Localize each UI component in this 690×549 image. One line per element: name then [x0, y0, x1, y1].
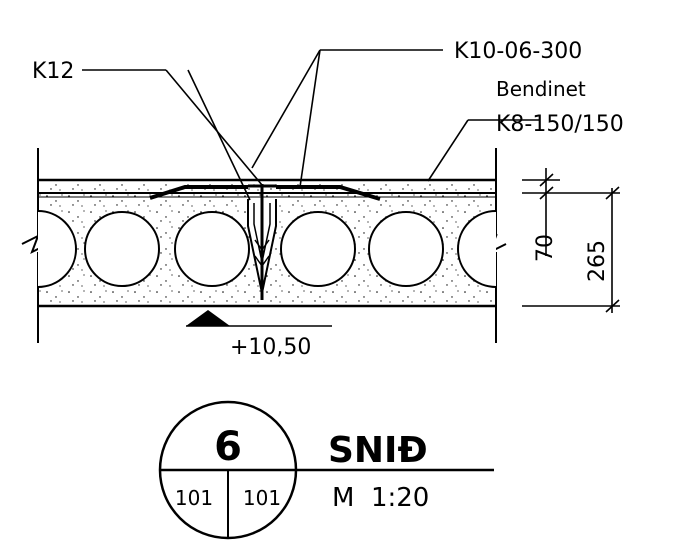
sheet-ref-right: 101 — [243, 486, 281, 510]
core-4 — [368, 211, 444, 287]
support-symbol — [186, 310, 332, 327]
core-2 — [174, 211, 250, 287]
label-k8: K8-150/150 — [496, 112, 624, 137]
core-1 — [84, 211, 160, 287]
label-k12: K12 — [32, 59, 74, 84]
label-level: +10,50 — [230, 335, 311, 360]
section-title-block: 6 101 101 SNIÐ M 1:20 — [158, 400, 494, 540]
dimension-lines — [522, 168, 620, 313]
core-partial-left — [37, 210, 77, 288]
core-3 — [280, 211, 356, 287]
dimension-265: 265 — [585, 240, 610, 282]
label-k10: K10-06-300 — [454, 39, 582, 64]
section-title: SNIÐ — [328, 430, 428, 471]
section-scale: M 1:20 — [332, 483, 429, 513]
hollow-cores — [37, 210, 497, 288]
core-partial-right — [457, 210, 497, 288]
sheet-ref-left: 101 — [175, 486, 213, 510]
dimension-70: 70 — [533, 234, 558, 262]
leader-lines — [82, 49, 540, 201]
label-bendinet: Bendinet — [496, 77, 586, 101]
joint-reinforcement — [149, 184, 381, 300]
section-number: 6 — [214, 424, 242, 470]
